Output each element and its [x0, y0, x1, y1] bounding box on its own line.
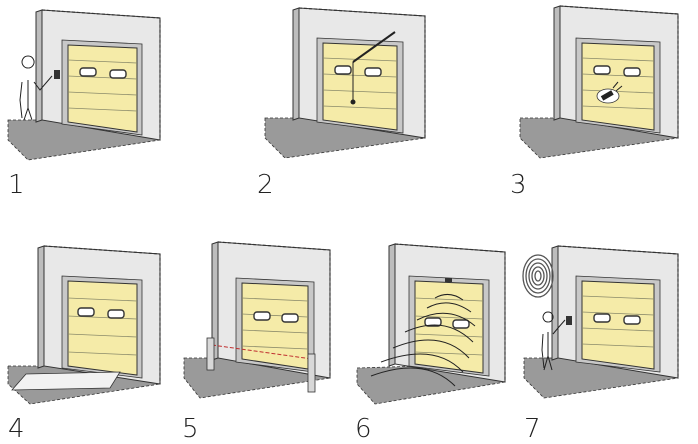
fingerprint-icon: [523, 255, 553, 297]
door-window: [80, 68, 96, 76]
garage-door: [68, 281, 137, 375]
door-window: [282, 314, 298, 322]
panel-4: 4: [0, 238, 180, 444]
cord-handle: [351, 100, 356, 105]
garage-scene-6: [355, 238, 530, 408]
panel-number: 6: [355, 416, 372, 442]
garage-scene-7: [518, 238, 698, 408]
door-window: [594, 314, 610, 322]
photocell-post-icon: [207, 338, 214, 370]
key-switch-icon: [54, 70, 60, 79]
garage-scene-2: [255, 0, 445, 170]
garage-door: [582, 43, 654, 130]
wall-edge: [552, 246, 558, 360]
garage-scene-4: [0, 238, 180, 408]
panel-6: 6: [355, 238, 530, 444]
panel-number: 7: [524, 416, 541, 442]
panel-5: 5: [180, 238, 350, 444]
panel-1: 1: [0, 0, 180, 210]
wall-edge: [293, 8, 299, 120]
door-window: [335, 66, 351, 74]
door-window: [108, 310, 124, 318]
panel-number: 5: [182, 416, 199, 442]
door-window: [624, 68, 640, 76]
door-window: [453, 320, 469, 328]
door-window: [110, 70, 126, 78]
door-window: [365, 68, 381, 76]
wall-edge: [36, 10, 42, 122]
panel-number: 2: [257, 172, 274, 198]
panel-number: 4: [8, 416, 25, 442]
panel-number: 3: [510, 172, 527, 198]
garage-door: [582, 281, 654, 369]
door-window: [78, 308, 94, 316]
panel-number: 1: [8, 172, 25, 198]
garage-scene-3: [510, 0, 698, 170]
door-window: [254, 312, 270, 320]
wall-edge: [38, 246, 44, 368]
garage-scene-1: [0, 0, 180, 170]
door-window: [624, 316, 640, 324]
radar-sensor-icon: [445, 278, 452, 282]
induction-loop-icon: [12, 372, 120, 390]
garage-scene-5: [180, 238, 350, 408]
panel-2: 2: [255, 0, 445, 210]
panel-7: 7: [518, 238, 698, 444]
wall-edge: [554, 6, 560, 120]
garage-door: [242, 283, 308, 369]
panel-3: 3: [510, 0, 698, 210]
photocell-post-icon: [308, 354, 315, 392]
garage-door: [68, 45, 137, 132]
door-window: [594, 66, 610, 74]
fingerprint-reader-icon: [566, 316, 572, 325]
